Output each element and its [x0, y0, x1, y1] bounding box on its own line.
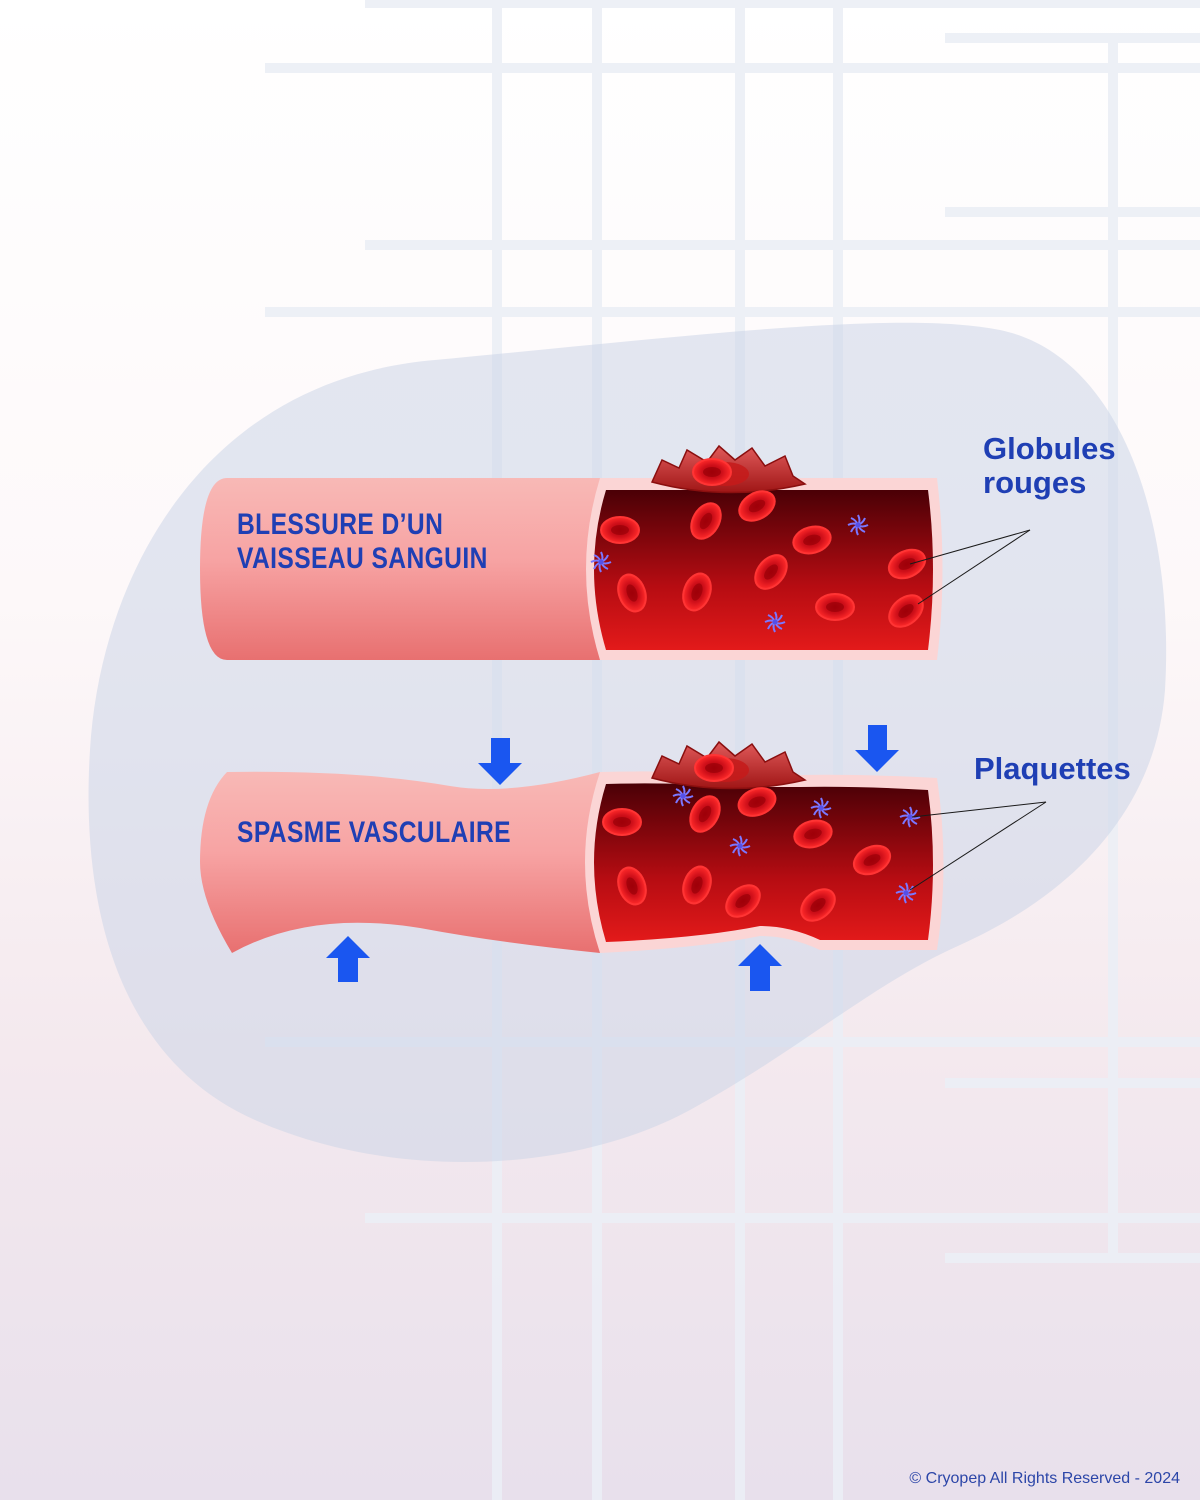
injury-title: BLESSURE D’UN VAISSEAU SANGUIN	[237, 508, 488, 576]
platelets-callout: Plaquettes	[974, 751, 1131, 786]
red-blood-cell-icon	[692, 458, 732, 486]
vessel-lumen	[594, 783, 933, 942]
vessel-outer-wall	[200, 771, 600, 953]
red-blood-cells-callout-line-1: Globules	[983, 431, 1116, 466]
injury-title-line-2: VAISSEAU SANGUIN	[237, 542, 488, 575]
vessel-injury	[200, 445, 943, 660]
spasm-arrows	[326, 725, 899, 991]
arrow-up-icon	[326, 936, 370, 982]
arrow-down-icon	[855, 725, 899, 772]
arrow-down-icon	[478, 738, 522, 785]
vessel-outer-wall	[200, 478, 600, 660]
red-blood-cell-icon	[602, 808, 642, 836]
red-blood-cells-callout: Globules rouges	[983, 432, 1116, 500]
injury-title-line-1: BLESSURE D’UN	[237, 508, 444, 541]
red-blood-cell-icon	[694, 754, 734, 782]
vessel-spasm	[200, 741, 944, 953]
copyright-footer: © Cryopep All Rights Reserved - 2024	[909, 1470, 1180, 1487]
red-blood-cell-icon	[600, 516, 640, 544]
arrow-up-icon	[738, 944, 782, 991]
callout-leader-lines	[909, 529, 1047, 891]
red-blood-cell-icon	[815, 593, 855, 621]
spasm-title: SPASME VASCULAIRE	[237, 816, 511, 849]
red-blood-cells-callout-line-2: rouges	[983, 465, 1087, 500]
